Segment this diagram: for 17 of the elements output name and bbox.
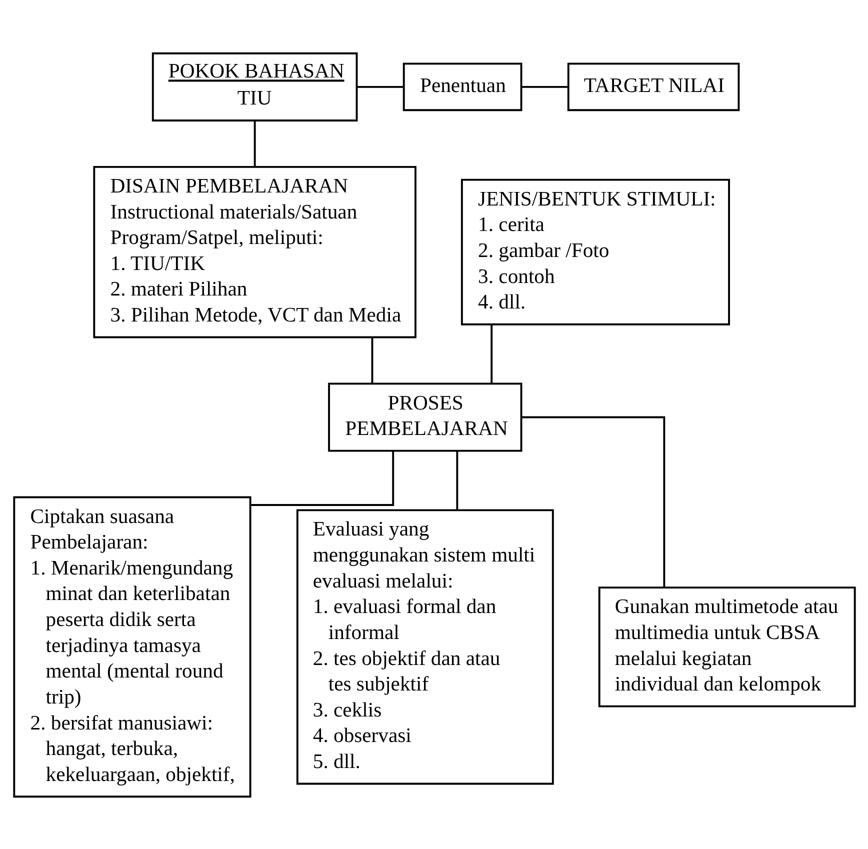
- node-box: Penentuan: [402, 62, 522, 111]
- connector: [253, 120, 256, 166]
- connector: [456, 450, 458, 510]
- node-box: Evaluasi yang menggunakan sistem multi evaluasi melalui: 1. evaluasi formal dan informal 2. tes objektif dan atau tes subjektif 3. ceklis 4. observasi 5. dll.: [296, 508, 554, 784]
- node-box: Ciptakan suasana Pembelajaran: 1. Menarik/mengundang minat dan keterlibatan peserta didik serta terjadinya tamasya mental (mental round trip) 2. bersifat manusiawi: hangat, terbuka, kekeluargaan, objektif,: [12, 496, 251, 798]
- node-box: POKOK BAHASAN TIU: [151, 52, 358, 121]
- connector: [356, 85, 404, 88]
- node-box: TARGET NILAI: [566, 62, 740, 111]
- connector: [370, 337, 373, 384]
- connector: [520, 416, 665, 587]
- connector: [520, 85, 568, 88]
- connector: [490, 324, 492, 383]
- node-box: PROSES PEMBELAJARAN: [328, 382, 522, 452]
- node-box: Gunakan multimetode atau multimedia untuk CBSA melalui kegiatan individual dan kelompok: [598, 586, 856, 707]
- node-box: DISAIN PEMBELAJARAN Instructional materials/Satuan Program/Satpel, meliputi: 1. TIU/TIK 2. materi Pilihan 3. Pilihan Metode, VCT dan Media: [92, 165, 416, 338]
- node-box: JENIS/BENTUK STIMULI: 1. cerita 2. gambar /Foto 3. contoh 4. dll.: [460, 178, 730, 325]
- connector: [250, 450, 394, 506]
